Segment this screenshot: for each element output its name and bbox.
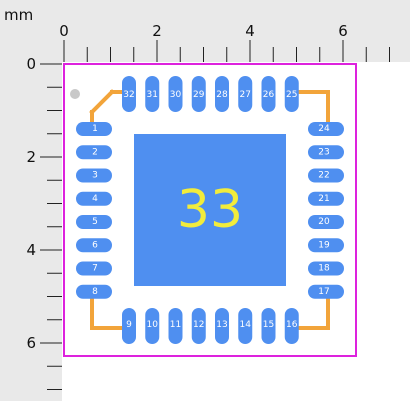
- pad-1: [76, 122, 112, 136]
- pad-label-8: 8: [92, 287, 98, 297]
- pad-label-29: 29: [193, 90, 205, 100]
- pad-label-3: 3: [92, 171, 98, 181]
- pad-label-27: 27: [240, 90, 251, 100]
- pad-label-7: 7: [92, 264, 98, 274]
- pad-18: [308, 261, 344, 276]
- pad-14: [238, 308, 253, 344]
- pad-label-6: 6: [92, 240, 98, 250]
- pad-21: [308, 191, 344, 206]
- top-ruler-label: 2: [152, 22, 162, 40]
- pad-30: [168, 76, 183, 112]
- pad-label-20: 20: [318, 217, 330, 227]
- pad-8: [76, 284, 112, 299]
- pad-label-31: 31: [147, 90, 158, 100]
- pad-23: [308, 145, 344, 160]
- left-ruler-label: 6: [26, 334, 36, 352]
- left-ruler-label: 0: [26, 55, 36, 73]
- pad-label-17: 17: [318, 287, 329, 297]
- pad-label-23: 23: [318, 147, 329, 157]
- pad-29: [191, 76, 206, 112]
- top-ruler: [0, 0, 410, 62]
- pad-9: [122, 308, 136, 344]
- pad-6: [76, 238, 112, 253]
- pad-19: [308, 238, 344, 253]
- pad-label-28: 28: [216, 90, 228, 100]
- pad-label-24: 24: [318, 124, 330, 134]
- pad-label-21: 21: [318, 194, 329, 204]
- pad-24: [308, 122, 344, 136]
- pad-label-14: 14: [240, 320, 252, 330]
- pad-label-5: 5: [92, 217, 98, 227]
- pad-label-10: 10: [147, 320, 159, 330]
- board-outline: [63, 63, 357, 357]
- left-ruler: [0, 0, 62, 401]
- pad-12: [191, 308, 206, 344]
- pad-label-30: 30: [170, 90, 182, 100]
- pad-22: [308, 168, 344, 183]
- pad-11: [168, 308, 183, 344]
- pad-label-4: 4: [92, 194, 98, 204]
- pad-2: [76, 145, 112, 160]
- pad-label-19: 19: [318, 240, 330, 250]
- pad-3: [76, 168, 112, 183]
- pin1-marker: [70, 89, 80, 99]
- top-ruler-label: 6: [338, 22, 348, 40]
- pad-31: [145, 76, 160, 112]
- pad-label-16: 16: [286, 320, 298, 330]
- top-ruler-label: 0: [59, 22, 69, 40]
- pad-label-12: 12: [193, 320, 204, 330]
- pad-27: [238, 76, 253, 112]
- pad-label-25: 25: [286, 90, 297, 100]
- pad-20: [308, 215, 344, 229]
- pad-label-18: 18: [318, 264, 330, 274]
- center-pad: [134, 134, 286, 286]
- pad-label-9: 9: [126, 320, 132, 330]
- ruler-unit-label: mm: [4, 6, 33, 24]
- pad-5: [76, 215, 112, 229]
- pad-label-11: 11: [170, 320, 181, 330]
- pad-label-22: 22: [318, 171, 329, 181]
- pad-25: [284, 76, 299, 112]
- pad-32: [122, 76, 136, 112]
- pad-13: [215, 308, 229, 344]
- pad-15: [261, 308, 276, 344]
- pad-7: [76, 261, 112, 276]
- top-ruler-label: 4: [245, 22, 255, 40]
- silkscreen-segment: [89, 89, 115, 115]
- pad-label-2: 2: [92, 147, 98, 157]
- pad-label-15: 15: [263, 320, 274, 330]
- pad-26: [261, 76, 276, 112]
- pad-16: [284, 308, 299, 344]
- pad-4: [76, 191, 112, 206]
- pad-10: [145, 308, 160, 344]
- center-pad-label: 33: [177, 180, 243, 240]
- left-ruler-label: 2: [26, 148, 36, 166]
- pad-label-13: 13: [216, 320, 227, 330]
- pad-28: [215, 76, 229, 112]
- silkscreen-outline: [89, 89, 330, 330]
- pad-label-26: 26: [263, 90, 275, 100]
- left-ruler-label: 4: [26, 241, 36, 259]
- pad-17: [308, 284, 344, 299]
- pad-label-32: 32: [123, 90, 134, 100]
- pad-label-1: 1: [92, 124, 98, 134]
